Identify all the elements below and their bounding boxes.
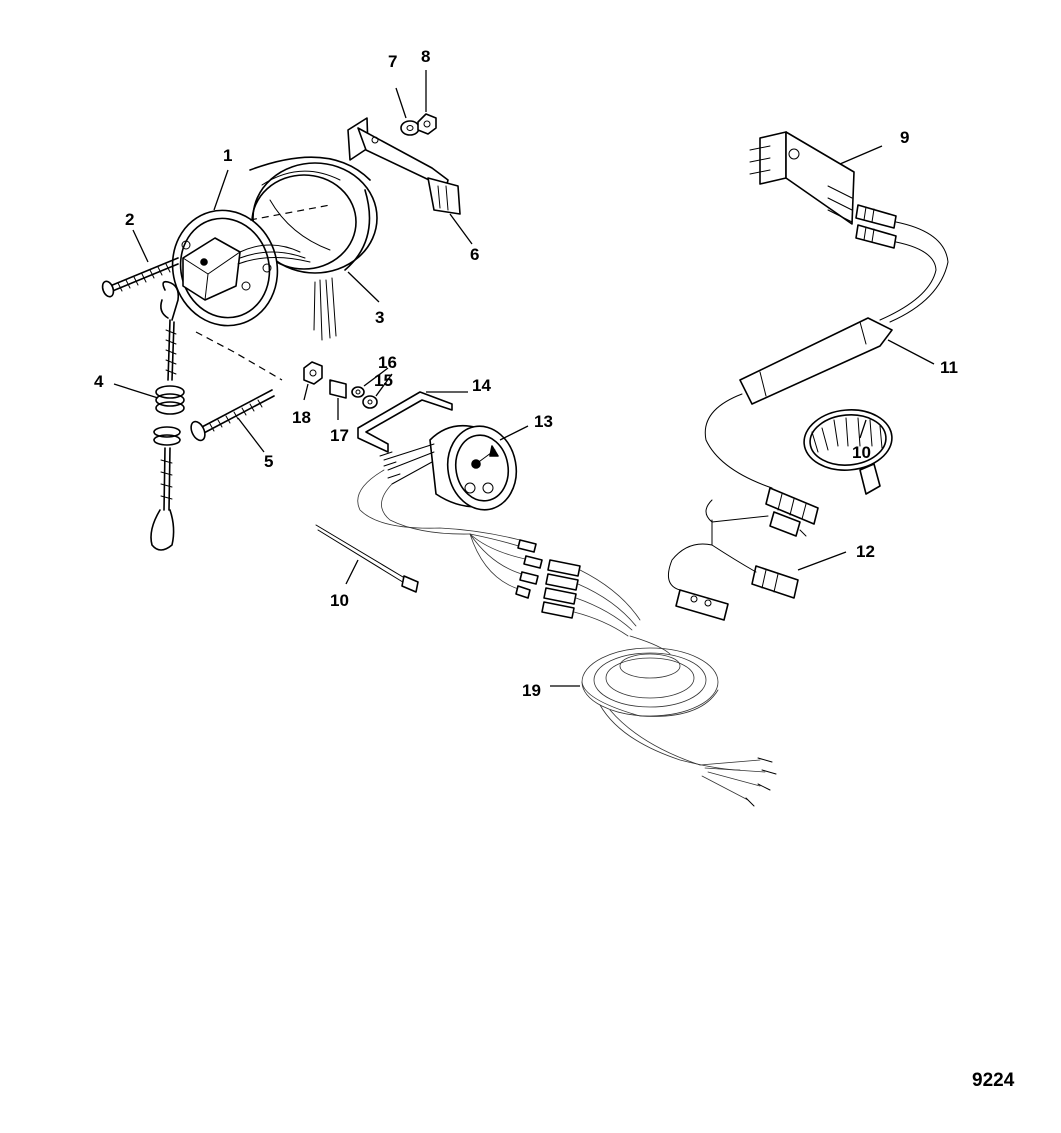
washer-part-7 — [400, 120, 420, 136]
washer-part-16 — [351, 386, 365, 398]
callout-6: 6 — [470, 245, 479, 264]
nut-part-18 — [303, 361, 323, 385]
bracket-part-14 — [357, 391, 453, 453]
callout-9: 9 — [900, 128, 909, 147]
transducer-cable-part-11 — [704, 204, 949, 489]
document-number: 9224 — [972, 1070, 1015, 1091]
callout-17: 17 — [330, 426, 349, 445]
nut-part-8 — [417, 113, 437, 135]
spacer-part-17 — [329, 379, 347, 399]
alignment-dashed-lines — [195, 204, 331, 381]
hose-clamp-part-10-right — [803, 409, 893, 495]
callout-1: 1 — [223, 146, 232, 165]
callout-14: 14 — [472, 376, 491, 395]
callout-11: 11 — [940, 358, 958, 377]
callout-10-left: 10 — [330, 591, 349, 610]
leader-lines — [113, 70, 935, 687]
washer-part-15 — [362, 395, 378, 409]
callout-7: 7 — [388, 52, 397, 71]
callout-12: 12 — [856, 542, 875, 561]
callout-3: 3 — [375, 308, 384, 327]
callout-5: 5 — [264, 452, 273, 471]
bracket-part-9 — [749, 131, 855, 225]
callout-13: 13 — [534, 412, 553, 431]
callout-10-right: 10 — [852, 443, 871, 462]
gauge-housing-part-3 — [249, 156, 378, 341]
cable-tie-part-10-left — [315, 524, 419, 593]
screw-part-5 — [190, 389, 275, 442]
callout-15: 15 — [374, 371, 393, 390]
wire-harness-part-19 — [357, 469, 777, 807]
gauge-bezel-part-1 — [171, 209, 311, 327]
callout-2: 2 — [125, 210, 134, 229]
callout-4: 4 — [94, 372, 104, 391]
callout-8: 8 — [421, 47, 430, 66]
screw-part-2 — [101, 257, 179, 298]
callout-18: 18 — [292, 408, 311, 427]
connector-plugs-part-12 — [667, 487, 819, 621]
callout-16: 16 — [378, 353, 397, 372]
callout-labels: 1 2 3 4 5 6 7 8 9 10 11 12 13 14 15 16 1… — [94, 47, 958, 700]
bracket-part-6 — [347, 117, 461, 215]
gauge-part-13 — [379, 424, 518, 511]
callout-19: 19 — [522, 681, 541, 700]
lanyard-part-4 — [150, 280, 185, 551]
